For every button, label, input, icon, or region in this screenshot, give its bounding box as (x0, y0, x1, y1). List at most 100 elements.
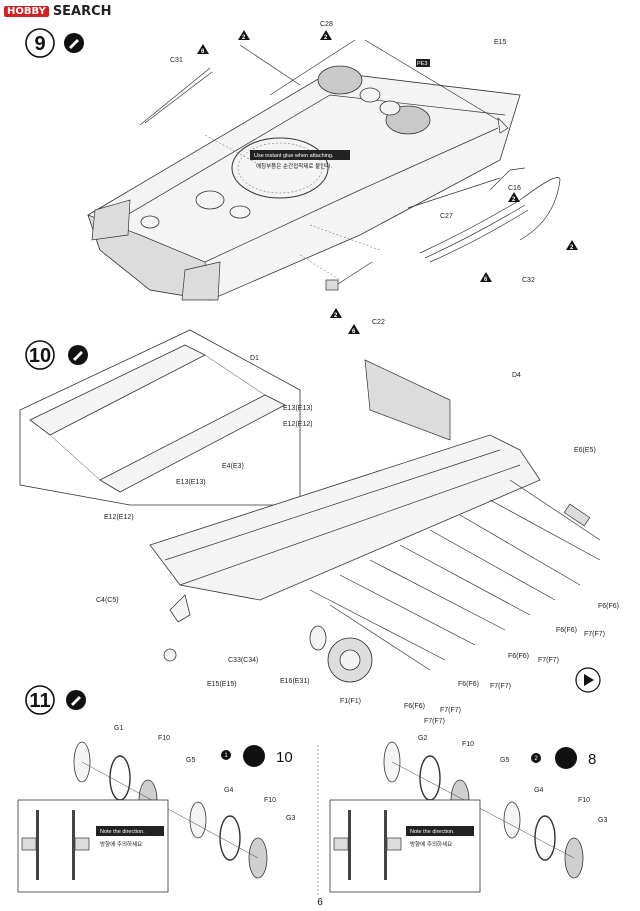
inset-floor-edge (49, 354, 266, 481)
hull-rail-bottom (179, 464, 521, 586)
tow-cable-c31 (139, 67, 211, 126)
glue-note-ko: 애칭부품은 순간접착제로 붙인다. (256, 162, 332, 170)
wheel-side-view (36, 810, 39, 880)
quantity-10: 10 (276, 749, 293, 766)
sprocket-cover-e16 (309, 625, 327, 651)
hull-rail-top (164, 449, 501, 561)
triangle-marker: 2 (238, 30, 250, 41)
triangle-marker: 6 (348, 324, 360, 335)
step-11-circle (25, 685, 55, 715)
rod-c27 (407, 177, 501, 209)
triangle-marker: 6 (480, 272, 492, 283)
label-e15: E15 (494, 39, 507, 46)
glue-icon-nib (69, 39, 79, 49)
label-f10-b: F10 (264, 797, 276, 804)
axis-line (81, 761, 259, 859)
fender-right (181, 261, 221, 301)
part-c4 (169, 594, 191, 623)
label-pe3-box (416, 59, 430, 67)
engine-fan-left (317, 65, 363, 95)
triangle-marker: 2 (566, 240, 578, 251)
page-number: 6 (317, 897, 323, 908)
glue-icon-nib (73, 351, 83, 361)
label-f10-r2: F10 (578, 797, 590, 804)
engine-hatch-2 (379, 100, 401, 116)
wheel-side-view-2 (72, 810, 75, 880)
turret-ring (231, 137, 329, 199)
triangle-marker: 6 (197, 44, 209, 55)
label-c16: C16 (508, 185, 521, 192)
axle-view-r (333, 837, 349, 851)
axle-view (21, 837, 37, 851)
label-f6-e: F6(F6) (404, 703, 425, 710)
label-e6: E6(E5) (574, 447, 596, 454)
glue-note-en: Use instant glue when attaching. (254, 153, 334, 159)
svg-text:2: 2 (242, 35, 246, 41)
guide-line (309, 224, 381, 251)
label-c33: C33(C34) (228, 657, 258, 664)
wheel-side-view-r2 (384, 810, 387, 880)
watermark-text: SEARCH (52, 4, 112, 19)
arrow-icon (584, 674, 594, 686)
svg-text:2: 2 (512, 197, 516, 203)
label-e13-inset-b: E13(E13) (176, 479, 206, 486)
tow-cable-c31b (144, 71, 213, 124)
tire-f10 (109, 755, 131, 801)
label-g5-r: G5 (500, 757, 509, 764)
label-g4: G4 (224, 787, 233, 794)
label-f10: F10 (158, 735, 170, 742)
label-g2: G2 (418, 735, 427, 742)
label-f6-d: F6(F6) (458, 681, 479, 688)
label-f6-b: F6(F6) (556, 627, 577, 634)
sprocket-hub (339, 649, 361, 671)
leader-e15 (364, 39, 499, 121)
cable-top (239, 44, 301, 86)
label-f7-c: F7(F7) (490, 683, 511, 690)
direction-note-box-right (329, 799, 481, 893)
label-f10-r: F10 (462, 741, 474, 748)
label-f6-a: F6(F6) (598, 603, 619, 610)
radio-hatch (229, 205, 251, 219)
label-f7-b: F7(F7) (538, 657, 559, 664)
label-f1: F1(F1) (340, 698, 361, 705)
step-10-number: 10 (29, 345, 51, 367)
hull-edge-lower (204, 127, 499, 263)
glue-note-box (250, 150, 350, 160)
part-c16 (489, 167, 526, 191)
note-label-right (406, 826, 474, 836)
triangle-marker: 2 (508, 192, 520, 203)
axis-line-r (391, 761, 575, 859)
marker-2-text: 2 (534, 756, 538, 762)
label-e12-inset-b: E12(E12) (104, 514, 134, 521)
torsion-bars (309, 479, 601, 671)
label-g1: G1 (114, 725, 123, 732)
marker-1 (221, 750, 231, 760)
wheel-side-view-r (348, 810, 351, 880)
triangle-marker: 2 (320, 30, 332, 41)
part-e15 (497, 117, 509, 134)
tow-hook-e15 (163, 648, 177, 662)
label-e12-inset: E12(E12) (283, 421, 313, 428)
step-10-circle (25, 340, 55, 370)
label-g3: G3 (286, 815, 295, 822)
axle-view-2 (74, 837, 90, 851)
tow-cable-c32 (419, 177, 561, 254)
wheel-set-right: G2 F10 G5 G4 F10 G3 2 8 (383, 735, 607, 879)
tire-f10-r2 (534, 815, 556, 861)
label-g5: G5 (186, 757, 195, 764)
svg-text:2: 2 (334, 313, 338, 319)
step-9-number: 9 (34, 33, 45, 55)
tire-f10-r (419, 755, 441, 801)
watermark-brand: HOBBY (4, 6, 49, 17)
label-c4: C4(C5) (96, 597, 119, 604)
panel-d4 (364, 359, 451, 441)
label-g3-r: G3 (598, 817, 607, 824)
step-9: 9 (25, 21, 578, 335)
tow-cable-c32c (429, 209, 529, 263)
note-en-right: Note the direction. (410, 829, 455, 835)
label-c22: C22 (372, 319, 385, 326)
note-en-left: Note the direction. (100, 829, 145, 835)
label-e4: E4(E3) (222, 463, 244, 470)
headlight-stem (337, 261, 373, 285)
